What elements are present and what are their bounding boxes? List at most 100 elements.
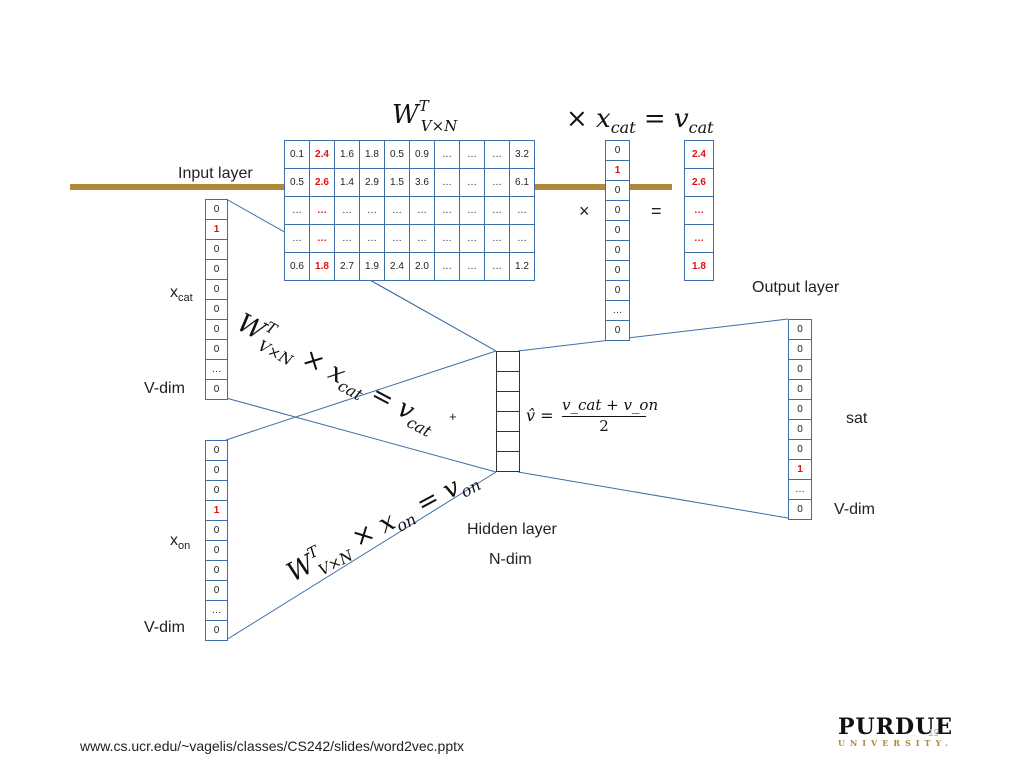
matrix-cell: 0.9	[409, 140, 435, 169]
matrix-cell: 3.6	[409, 168, 435, 197]
vector-cell: 0	[789, 400, 811, 420]
matrix-cell: …	[434, 252, 460, 281]
matrix-cell: …	[284, 196, 310, 225]
vhat-lhs: v̂ =	[526, 406, 554, 425]
vector-cell: 0	[206, 200, 227, 220]
vector-cell: 0	[606, 241, 629, 261]
vector-cell: 0	[789, 420, 811, 440]
vector-cell: 0	[213, 625, 220, 636]
vector-cell: …	[606, 301, 629, 321]
top-formula-rhs: × xcat = vcat	[566, 104, 714, 137]
matrix-cell: …	[334, 224, 360, 253]
vector-cell: 0	[606, 181, 629, 201]
matrix-cell: …	[309, 224, 335, 253]
matrix-cell: …	[434, 168, 460, 197]
vector-cell: …	[206, 360, 227, 380]
matrix-row: …………………………	[284, 224, 535, 253]
top-formula-w: WTV×N	[392, 97, 458, 135]
matrix-cell: …	[334, 196, 360, 225]
matrix-cell: …	[359, 196, 385, 225]
matrix-cell: …	[384, 196, 410, 225]
matrix-cell: …	[284, 224, 310, 253]
vector-cell: 0	[606, 221, 629, 241]
matrix-cell: …	[459, 252, 485, 281]
n-dim-label: N-dim	[489, 551, 532, 568]
vector-cell: 0	[606, 261, 629, 281]
vector-cell: 0	[206, 441, 227, 461]
vector-cell: 2.4	[685, 141, 713, 169]
hidden-layer-vector	[496, 351, 520, 472]
vector-cell: 0	[206, 561, 227, 581]
matrix-cell: 2.9	[359, 168, 385, 197]
matrix-cell: …	[484, 196, 510, 225]
page-number: 19	[928, 728, 940, 739]
v-dim-label-on: V-dim	[144, 619, 185, 636]
matrix-row: …………………………	[284, 196, 535, 225]
hidden-layer-label: Hidden layer	[467, 521, 557, 538]
matrix-cell: …	[509, 224, 535, 253]
vector-cell: 2.6	[685, 169, 713, 197]
vector-cell: 0	[206, 461, 227, 481]
equals-sign: =	[651, 201, 662, 221]
matrix-cell: …	[459, 168, 485, 197]
vector-cell: 0	[206, 481, 227, 501]
matrix-cell: 1.5	[384, 168, 410, 197]
matrix-cell: …	[309, 196, 335, 225]
footer-url[interactable]: www.cs.ucr.edu/~vagelis/classes/CS242/sl…	[80, 738, 465, 754]
matrix-cell: 6.1	[509, 168, 535, 197]
vector-cell: 0	[206, 581, 227, 601]
vector-cell: 1	[206, 501, 227, 521]
vector-cell: 1	[606, 161, 629, 181]
vector-cell: 0	[606, 281, 629, 301]
matrix-cell: …	[434, 196, 460, 225]
vector-cell: 0	[797, 504, 803, 515]
v-dim-label-out: V-dim	[834, 501, 875, 518]
vector-cell: 0	[789, 340, 811, 360]
vector-cell: …	[685, 197, 713, 225]
matrix-cell: …	[459, 196, 485, 225]
matrix-cell: 2.6	[309, 168, 335, 197]
vector-cell: 0	[206, 300, 227, 320]
vector-cell: 0	[206, 240, 227, 260]
matrix-cell: 1.6	[334, 140, 360, 169]
matrix-cell: …	[459, 224, 485, 253]
matrix-cell: 1.2	[509, 252, 535, 281]
vector-cell: 0	[206, 340, 227, 360]
vector-cell: 1	[789, 460, 811, 480]
input-layer-label: Input layer	[178, 165, 253, 182]
matrix-cell: …	[484, 168, 510, 197]
vector-cell: 0	[206, 541, 227, 561]
vector-cell: 0	[206, 320, 227, 340]
matrix-cell: 2.7	[334, 252, 360, 281]
v-dim-label-cat: V-dim	[144, 380, 185, 397]
matrix-cell: 0.5	[284, 168, 310, 197]
x-on-label: xon	[170, 532, 191, 552]
matrix-cell: 0.5	[384, 140, 410, 169]
vector-cell: 0	[206, 521, 227, 541]
matrix-cell: 1.8	[309, 252, 335, 281]
matrix-cell: 2.4	[309, 140, 335, 169]
vector-cell: 0	[606, 201, 629, 221]
matrix-cell: 0.1	[284, 140, 310, 169]
vector-cell: …	[685, 225, 713, 253]
matrix-cell: …	[459, 140, 485, 169]
vector-cell: 0	[206, 280, 227, 300]
plus-sign: +	[449, 409, 457, 424]
vector-cell: 0	[614, 325, 621, 336]
matrix-cell: …	[484, 224, 510, 253]
purdue-logo: PURDUE UNIVERSITY.	[838, 714, 954, 748]
matrix-cell: 3.2	[509, 140, 535, 169]
vector-cell: 0	[789, 320, 811, 340]
matrix-cell: 1.4	[334, 168, 360, 197]
vector-cell: 0	[213, 384, 220, 395]
matrix-cell: …	[434, 140, 460, 169]
